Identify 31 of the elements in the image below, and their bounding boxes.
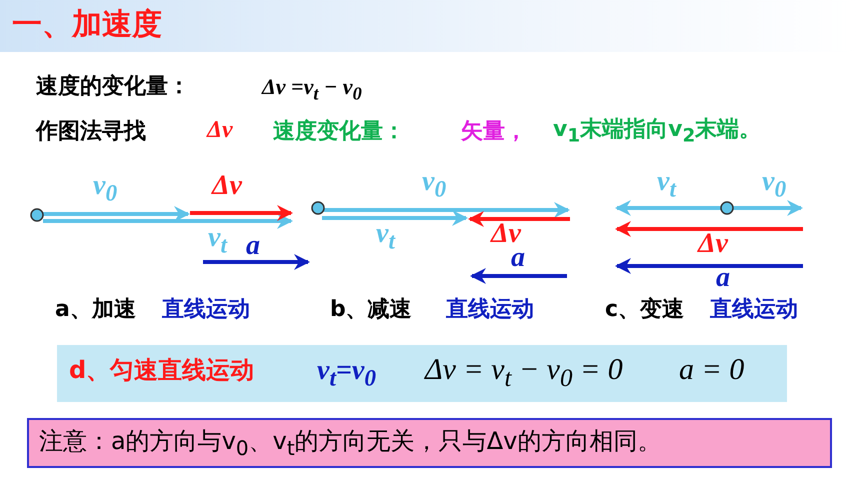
label-text: 速度的变化量： bbox=[36, 74, 190, 100]
note-band bbox=[57, 345, 787, 402]
vector-label: v$_{0}$ bbox=[93, 170, 118, 208]
label-text: v$_{1}$末端指向v$_{2}$末端。 bbox=[553, 117, 762, 146]
vector-label: Δv bbox=[212, 170, 242, 202]
label-text: 速度变化量： bbox=[273, 119, 405, 144]
vector-label: v$_{0}$ bbox=[762, 166, 786, 204]
caption-text: 直线运动 bbox=[446, 297, 534, 322]
label-text: v$_{t}$=v$_{0}$ bbox=[317, 355, 376, 392]
caption-text: a、加速 bbox=[55, 297, 136, 322]
caption-text: 直线运动 bbox=[162, 297, 250, 322]
label-text: 注意：a的方向与v$_{0}$、v$_{t}$的方向无关，只与Δv的方向相同。 bbox=[39, 428, 662, 460]
note-box bbox=[27, 418, 832, 468]
vector-label: v$_{t}$ bbox=[376, 218, 395, 256]
vector-label: v$_{0}$ bbox=[422, 166, 446, 204]
vector-label: a bbox=[246, 230, 260, 262]
label-text: Δv = v$_{t}$ − v$_{0}$ = 0 bbox=[425, 353, 623, 394]
label-text: 矢量， bbox=[461, 119, 527, 144]
vector-label: a bbox=[716, 262, 730, 294]
vector-label: v$_{t}$ bbox=[208, 222, 227, 260]
label-text: Δv bbox=[207, 117, 233, 145]
vector-label: v$_{t}$ bbox=[657, 166, 676, 204]
label-text: 一、加速度 bbox=[12, 8, 162, 42]
caption-text: b、减速 bbox=[330, 297, 412, 322]
label-text: d、匀速直线运动 bbox=[69, 357, 254, 385]
label-text: a = 0 bbox=[679, 353, 744, 388]
label-text: 作图法寻找 bbox=[36, 119, 146, 144]
caption-text: 直线运动 bbox=[710, 297, 798, 322]
vector-label: Δv bbox=[698, 228, 728, 260]
label-text: Δv =v$_{t}$ − v$_{0}$ bbox=[262, 74, 362, 104]
caption-text: c、变速 bbox=[605, 297, 684, 322]
